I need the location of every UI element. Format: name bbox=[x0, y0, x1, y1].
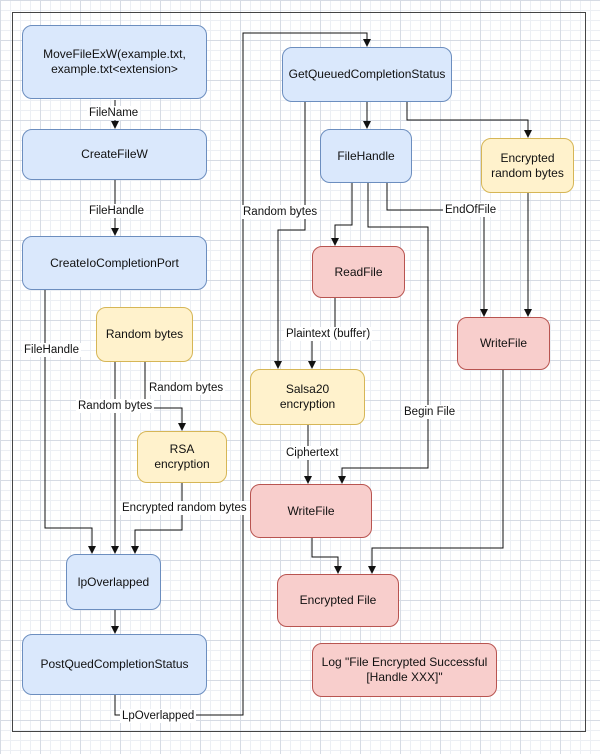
diagram-frame bbox=[12, 12, 586, 732]
node-getqueuedcompletionstatus: GetQueuedCompletionStatus bbox=[282, 47, 452, 102]
node-readfile: ReadFile bbox=[312, 246, 405, 298]
edge-rsa-lpoverlapped bbox=[131, 483, 183, 554]
label-encrypted-random-bytes: Encrypted random bytes bbox=[120, 501, 249, 515]
edge-filehandle-readfile bbox=[331, 183, 353, 246]
label-begin-file: Begin File bbox=[402, 405, 458, 419]
node-writefile-right: WriteFile bbox=[457, 317, 550, 370]
edge-createio-lpoverlapped bbox=[44, 290, 96, 554]
node-filehandle: FileHandle bbox=[320, 129, 412, 183]
edge-filehandle-writefile-right bbox=[386, 183, 488, 317]
label-filehandle-1: FileHandle bbox=[87, 204, 146, 218]
label-plaintext-buffer: Plaintext (buffer) bbox=[284, 327, 373, 341]
node-encrypted-file: Encrypted File bbox=[277, 574, 399, 627]
node-createfilew: CreateFileW bbox=[22, 129, 207, 180]
node-random-bytes: Random bytes bbox=[96, 307, 193, 362]
label-ciphertext: Ciphertext bbox=[284, 446, 341, 460]
label-filename: FileName bbox=[87, 106, 141, 120]
edge-getqueued-salsa bbox=[274, 102, 306, 369]
node-createiocompletionport: CreateIoCompletionPort bbox=[22, 236, 207, 290]
node-log-message: Log "File Encrypted Successful [Handle X… bbox=[312, 643, 497, 697]
node-rsa-encryption: RSA encryption bbox=[137, 431, 227, 483]
label-random-bytes-a: Random bytes bbox=[147, 381, 226, 395]
edge-writefile-right-encrypted-file bbox=[368, 370, 504, 574]
edge-random-rsa bbox=[144, 362, 186, 431]
label-endoffile: EndOfFile bbox=[443, 203, 499, 217]
node-salsa20-encryption: Salsa20 encryption bbox=[250, 369, 365, 425]
edge-postqueued-getqueued bbox=[114, 32, 371, 716]
edge-getqueued-encrypted-random bbox=[406, 102, 532, 138]
node-movefileexw: MoveFileExW(example.txt, example.txt<ext… bbox=[22, 25, 207, 99]
edge-writefile-encrypted-file bbox=[311, 538, 342, 574]
label-random-bytes-b: Random bytes bbox=[76, 399, 155, 413]
label-lpoverlapped: LpOverlapped bbox=[120, 709, 197, 723]
label-filehandle-2: FileHandle bbox=[22, 343, 81, 357]
edge-filehandle-writefile-center bbox=[338, 183, 429, 484]
label-random-bytes-c: Random bytes bbox=[241, 205, 320, 219]
node-writefile-center: WriteFile bbox=[250, 484, 372, 538]
node-encrypted-random-bytes: Encrypted random bytes bbox=[481, 138, 574, 193]
node-postquedcompletionstatus: PostQuedCompletionStatus bbox=[22, 634, 207, 695]
node-lpoverlapped: lpOverlapped bbox=[66, 554, 161, 610]
